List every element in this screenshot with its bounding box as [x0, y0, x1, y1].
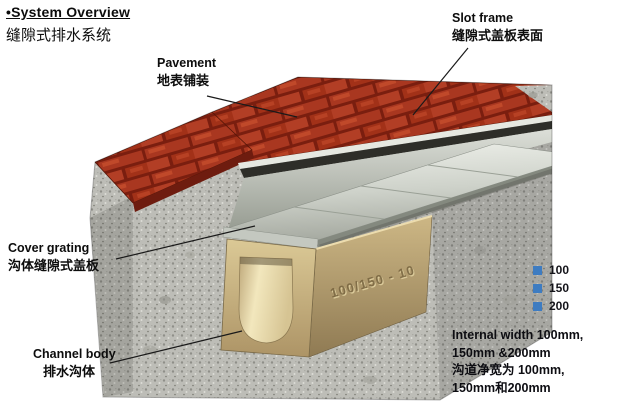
title-block: •System Overview 缝隙式排水系统	[6, 4, 130, 45]
callout-pavement-en: Pavement	[157, 56, 217, 70]
callout-slot-frame-en: Slot frame	[452, 11, 514, 25]
pavement-leader-line	[206, 95, 298, 118]
note-line-3: 沟道净宽为 100mm,	[452, 363, 565, 377]
size-legend: 100 150 200	[533, 261, 569, 315]
cover-front-edge	[318, 156, 552, 248]
callout-cover-grating: Cover grating 沟体缝隙式盖板	[8, 240, 99, 274]
internal-width-note: Internal width 100mm, 150mm &200mm 沟道净宽为…	[452, 327, 583, 397]
callout-pavement-zh: 地表铺装	[157, 73, 210, 88]
legend-swatch-icon	[533, 265, 542, 275]
cover-grating-leader-line	[115, 225, 256, 260]
callout-channel-body-zh: 排水沟体	[43, 364, 96, 379]
legend-row-200: 200	[533, 297, 569, 315]
legend-row-100: 100	[533, 261, 569, 279]
legend-swatch-icon	[533, 283, 542, 293]
channel-inner-u	[238, 256, 294, 344]
cover-seams	[293, 164, 519, 220]
legend-label-100: 100	[549, 263, 570, 277]
slot-frame-leader-line	[412, 47, 469, 116]
ground-outline	[89, 76, 553, 401]
legend-row-150: 150	[533, 279, 569, 297]
callout-slot-frame: Slot frame 缝隙式盖板表面	[452, 10, 543, 44]
note-line-1: Internal width 100mm,	[452, 328, 584, 342]
pavement-edge	[133, 150, 254, 212]
callout-slot-frame-zh: 缝隙式盖板表面	[452, 28, 544, 43]
page-title-zh: 缝隙式排水系统	[6, 27, 112, 44]
gravel-corner	[515, 85, 552, 112]
ground-left-face	[90, 196, 133, 397]
note-line-4: 150mm和200mm	[452, 380, 551, 395]
legend-label-200: 200	[549, 299, 570, 313]
callout-cover-grating-en: Cover grating	[8, 241, 90, 255]
legend-label-150: 150	[549, 281, 570, 295]
callout-pavement: Pavement 地表铺装	[157, 55, 216, 89]
legend-swatch-icon	[533, 301, 542, 311]
callout-channel-body: Channel body 排水沟体	[33, 346, 116, 380]
note-line-2: 150mm &200mm	[452, 345, 551, 360]
slot-gap	[240, 121, 552, 178]
page-title: •System Overview	[6, 4, 131, 20]
channel-inner-shadow	[240, 257, 292, 266]
callout-channel-body-en: Channel body	[33, 347, 116, 361]
callout-cover-grating-zh: 沟体缝隙式盖板	[8, 258, 100, 273]
channel-body-leader-line	[109, 330, 243, 364]
slot-frame-rail	[238, 115, 552, 169]
